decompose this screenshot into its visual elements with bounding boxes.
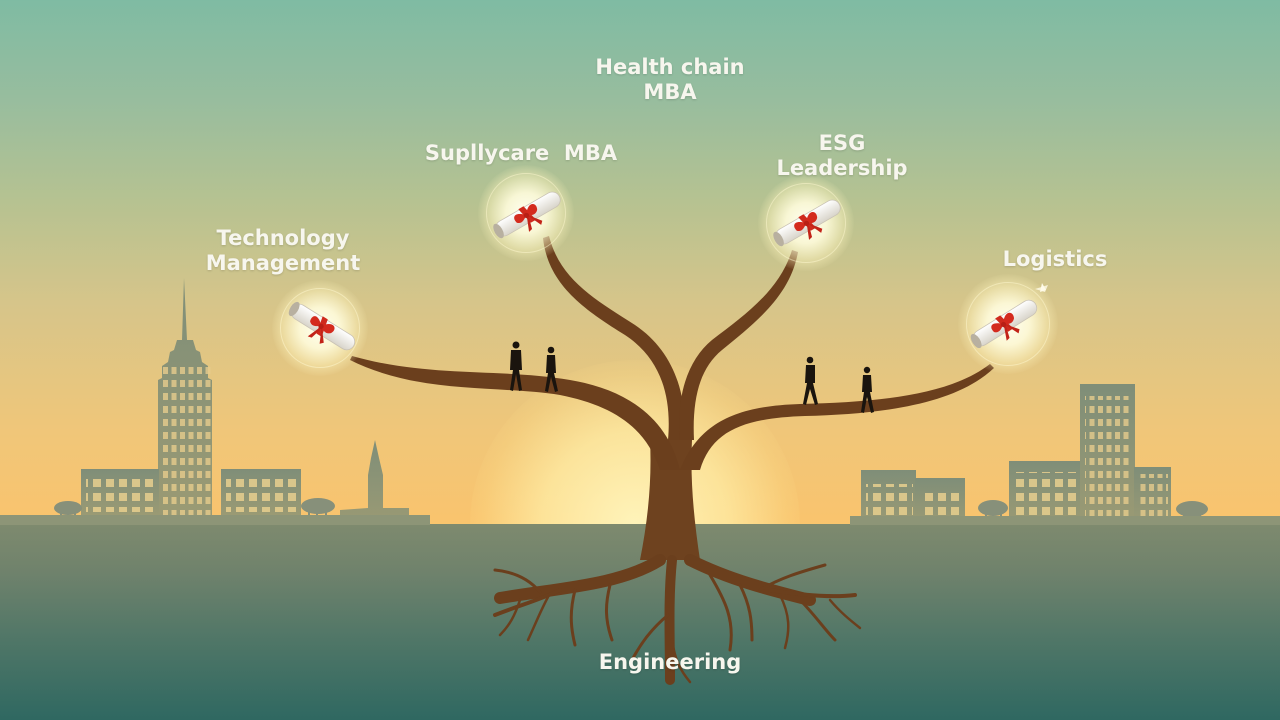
label-technology-management: Technology Management [205, 226, 361, 275]
label-supplycare-mba: Supllycare MBA [424, 141, 618, 165]
diploma-scroll-icon [967, 295, 1045, 358]
label-engineering-root: Engineering [598, 650, 742, 674]
walker-figure [861, 366, 874, 413]
walker-figure [510, 341, 522, 391]
label-logistics: Logistics [1002, 247, 1108, 271]
label-health-chain-mba: Health chain MBA [595, 55, 745, 104]
diploma-scroll-icon [770, 195, 848, 256]
ground-plane [0, 524, 1280, 720]
diploma-scroll-icon [490, 187, 568, 248]
walker-figure [545, 346, 558, 392]
walker-figure [803, 356, 818, 405]
walker-silhouettes [510, 341, 874, 413]
sparkle-icon [1035, 283, 1048, 292]
left-skyline [0, 278, 430, 525]
label-esg-leadership: ESG Leadership [776, 131, 908, 180]
diploma-scroll-icon [281, 298, 359, 361]
right-skyline [850, 384, 1280, 525]
